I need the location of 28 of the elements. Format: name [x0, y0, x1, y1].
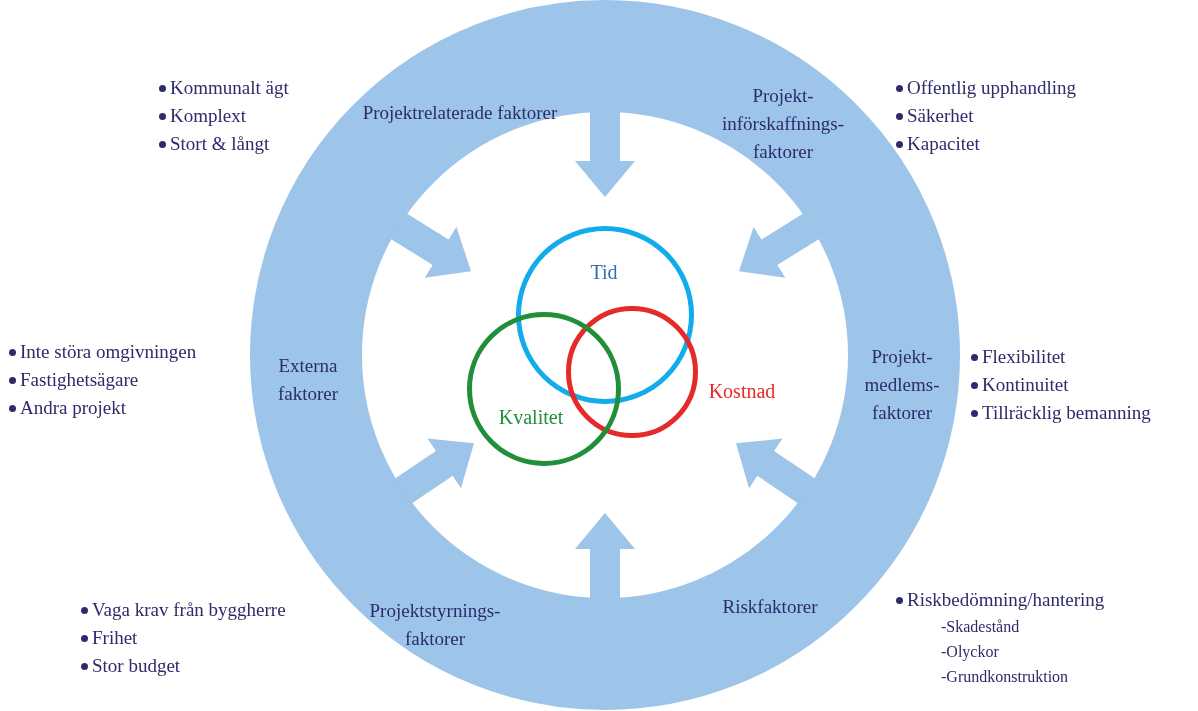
factor-label: Riskfaktorer	[700, 593, 840, 621]
sub-item: -Olyckor	[941, 642, 1000, 663]
bullet-item: Komplext	[158, 102, 289, 130]
bullet-item: Inte störa omgivningen	[8, 338, 197, 366]
factor-label: Projektstyrnings- faktorer	[350, 597, 520, 653]
factor-label: Projekt- införskaffnings- faktorer	[703, 82, 863, 166]
factor-label: Externa faktorer	[263, 352, 353, 408]
venn-label: Kvalitet	[498, 405, 564, 429]
bullet-item: Kontinuitet	[970, 371, 1151, 399]
bullet-item: Andra projekt	[8, 394, 197, 422]
bullet-item: Kommunalt ägt	[158, 74, 289, 102]
bullet-item: Vaga krav från byggherre	[80, 596, 286, 624]
bullet-item: Fastighetsägare	[8, 366, 197, 394]
bullet-item: Kapacitet	[895, 130, 1077, 158]
factor-label: Projekt- medlems- faktorer	[852, 343, 952, 427]
bullet-item: Tillräcklig bemanning	[970, 399, 1151, 427]
sub-item: -Grundkonstruktion	[941, 667, 1070, 687]
sub-item: -Skadestånd	[941, 617, 1021, 637]
bullet-item: Stort & långt	[158, 130, 289, 158]
venn-label: Tid	[590, 260, 618, 284]
bullet-item: Säkerhet	[895, 102, 1077, 130]
venn-label: Kostnad	[708, 379, 776, 403]
bullet-item: Riskbedömning/hantering	[895, 586, 1105, 614]
factor-label: Projektrelaterade faktorer	[360, 99, 560, 127]
bullet-item: Flexibilitet	[970, 343, 1151, 371]
bullet-item: Stor budget	[80, 652, 286, 680]
bullet-item: Offentlig upphandling	[895, 74, 1077, 102]
bullet-item: Frihet	[80, 624, 286, 652]
